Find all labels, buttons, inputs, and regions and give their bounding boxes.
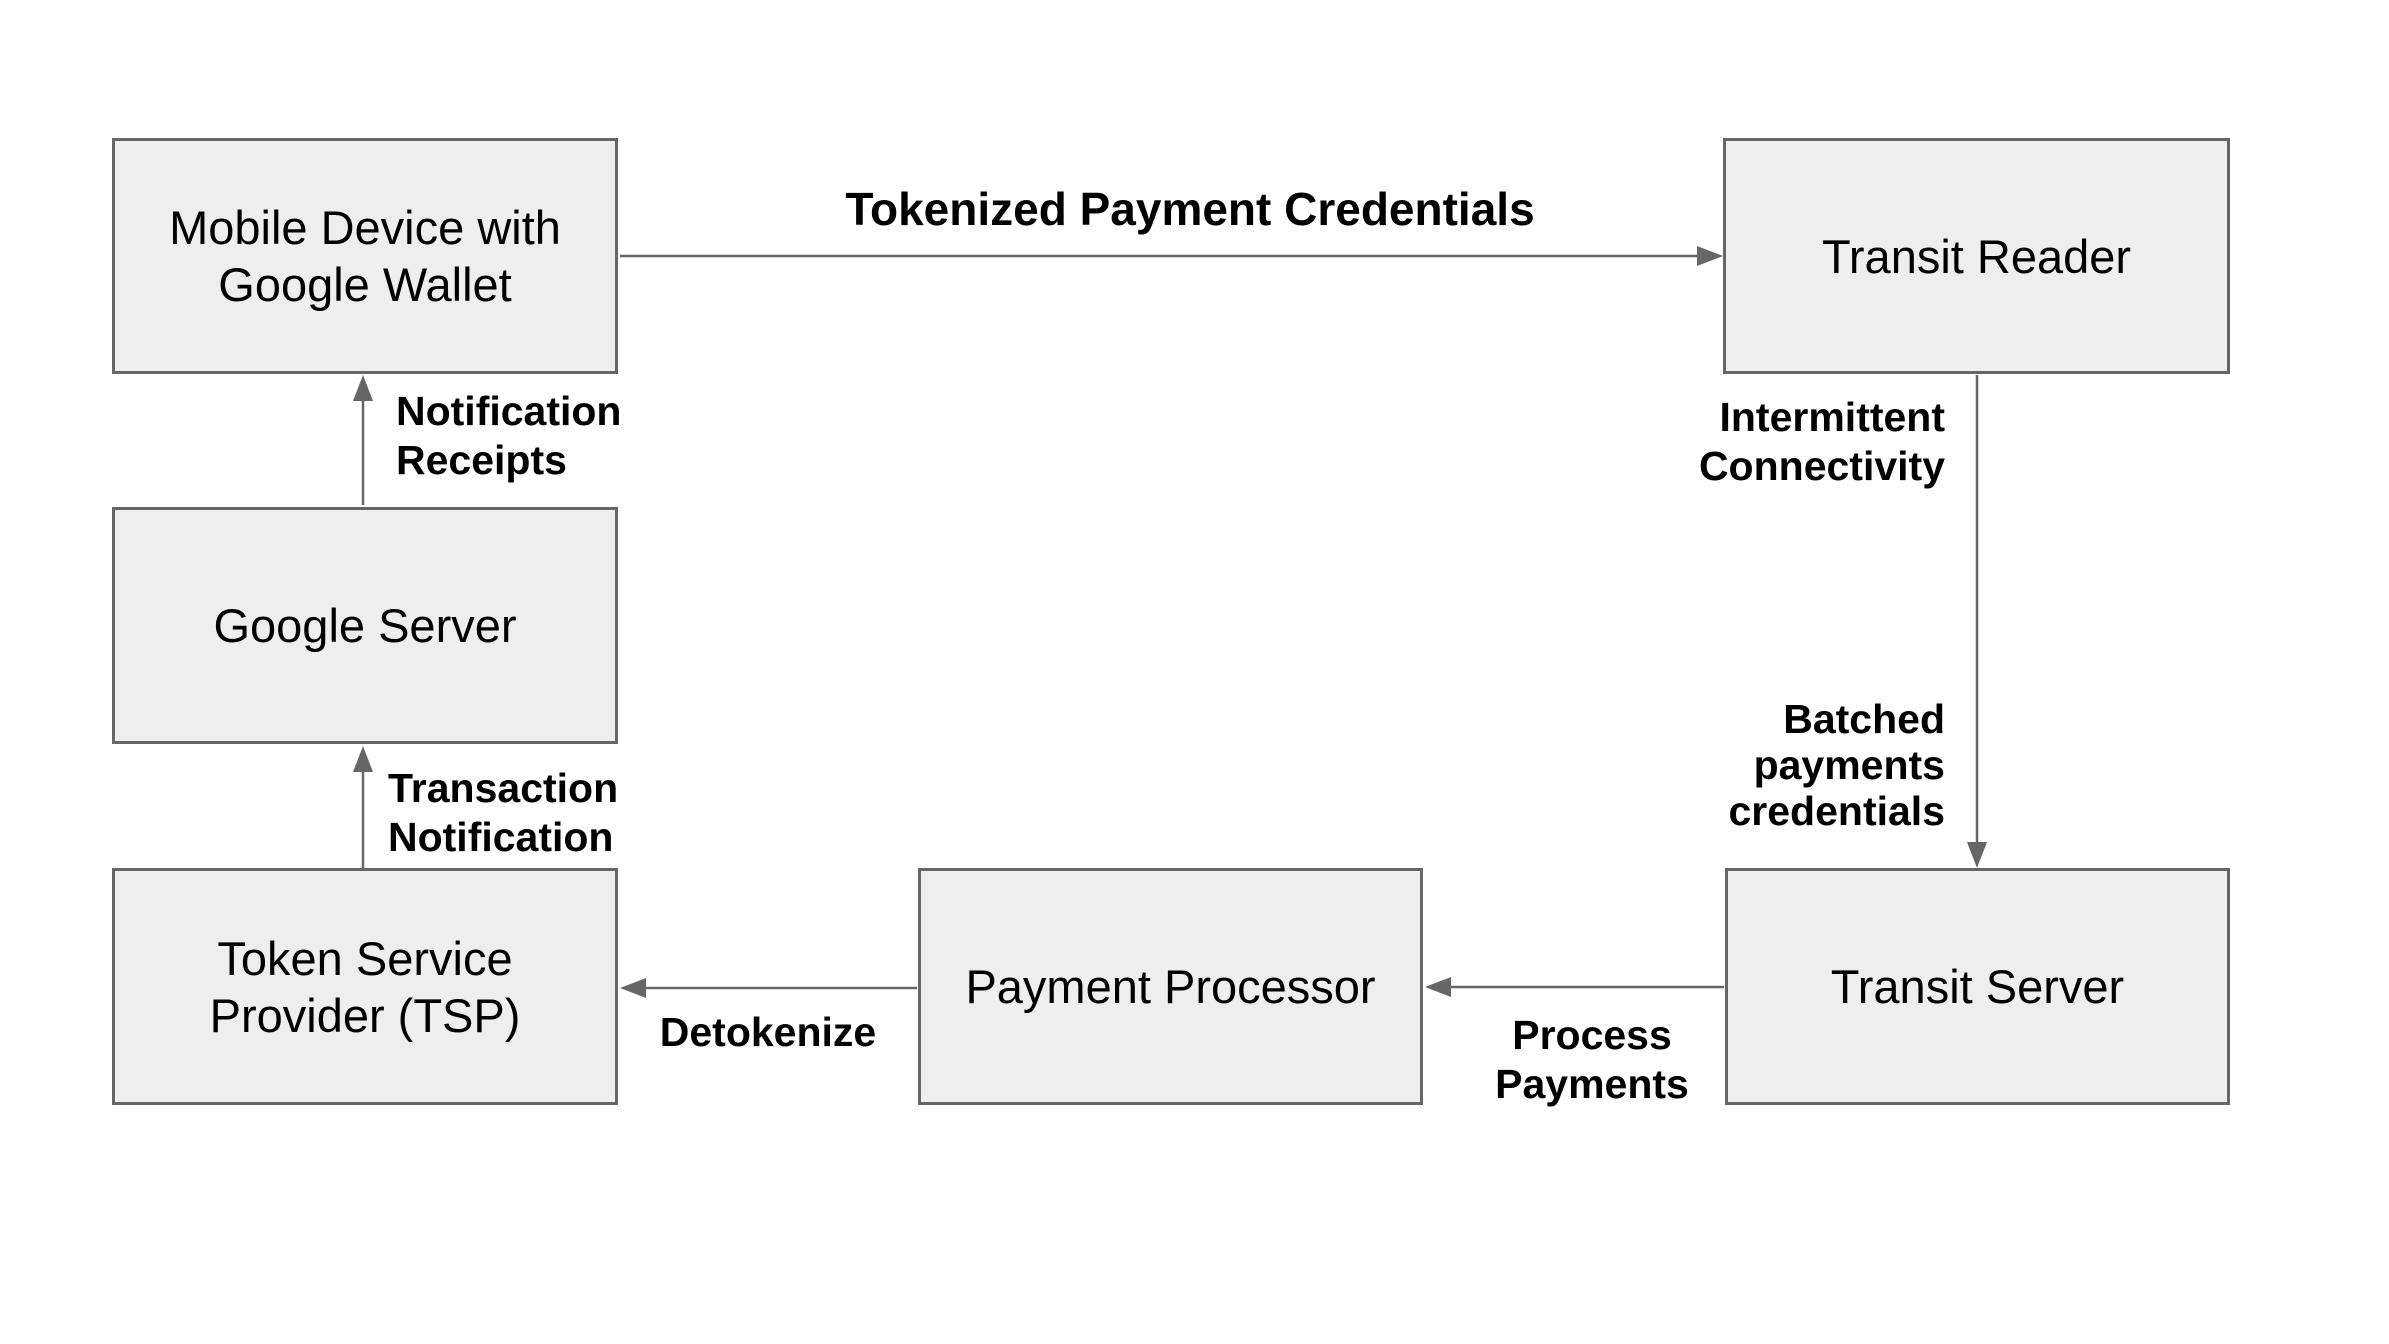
edge-tokenized-credentials-arrow xyxy=(620,246,1723,266)
arrowhead-up-icon xyxy=(353,375,373,401)
edge-detokenize-arrow xyxy=(620,978,917,998)
node-payment-processor: Payment Processor xyxy=(918,868,1423,1105)
edge-label-detokenize: Detokenize xyxy=(659,1009,877,1055)
node-label: Google Server xyxy=(213,599,517,652)
node-transit-server: Transit Server xyxy=(1725,868,2230,1105)
edge-label-process-payments: Process Payments xyxy=(1495,1012,1689,1107)
edge-label-notification-receipts: Notification Receipts xyxy=(396,388,622,483)
edge-batched-credentials-arrow xyxy=(1967,375,1987,868)
node-label: Token Service Provider (TSP) xyxy=(209,931,521,1042)
edge-label-batched-payments-credentials: Batched payments credentials xyxy=(1728,696,1946,834)
node-label: Transit Server xyxy=(1830,960,2125,1013)
arrowhead-left-icon xyxy=(1425,977,1451,997)
arrowhead-left-icon xyxy=(620,978,646,998)
edge-process-payments-arrow xyxy=(1425,977,1724,997)
edge-label-tokenized-payment-credentials: Tokenized Payment Credentials xyxy=(845,183,1535,235)
node-token-service-provider: Token Service Provider (TSP) xyxy=(112,868,618,1105)
node-transit-reader: Transit Reader xyxy=(1723,138,2230,374)
node-mobile-device-google-wallet: Mobile Device with Google Wallet xyxy=(112,138,618,374)
edge-label-transaction-notification: Transaction Notification xyxy=(388,765,619,860)
node-label: Payment Processor xyxy=(965,960,1376,1013)
edge-transaction-notification-arrow xyxy=(353,746,373,869)
arrowhead-right-icon xyxy=(1697,246,1723,266)
arrowhead-down-icon xyxy=(1967,842,1987,868)
edge-label-intermittent-connectivity: Intermittent Connectivity xyxy=(1698,394,1945,489)
node-label: Transit Reader xyxy=(1821,229,2132,283)
arrowhead-up-icon xyxy=(353,746,373,772)
edge-notification-receipts-arrow xyxy=(353,375,373,505)
node-google-server: Google Server xyxy=(112,507,618,744)
node-label: Mobile Device with Google Wallet xyxy=(169,201,561,311)
